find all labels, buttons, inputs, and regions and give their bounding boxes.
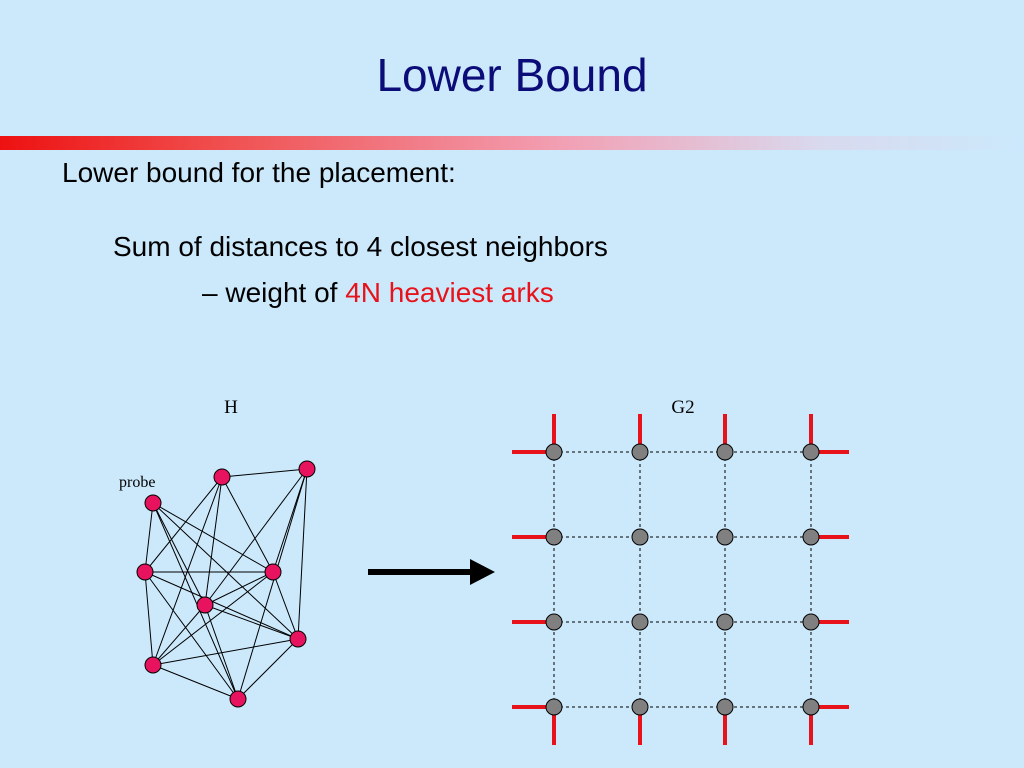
g2-node	[716, 613, 734, 631]
graph-h-edge	[144, 571, 154, 666]
graph-h-node	[196, 596, 214, 614]
slide-title: Lower Bound	[376, 49, 648, 101]
formula-highlight: 4N heaviest arks	[345, 277, 554, 308]
graph-g2-label: G2	[671, 397, 694, 418]
graph-h-edge	[152, 502, 274, 573]
probe-node	[144, 494, 162, 512]
graph-h-edge	[204, 476, 223, 606]
graph-h-edge	[152, 571, 274, 666]
formula-prefix: – weight of	[202, 277, 346, 308]
graph-h-label: H	[224, 397, 238, 418]
graph-h-edge	[152, 664, 239, 700]
graph-h-edge	[152, 502, 206, 606]
graph-h-edge	[221, 476, 274, 573]
graph-h-edge	[204, 604, 299, 640]
graph-h-node	[264, 563, 282, 581]
g2-node	[631, 528, 649, 546]
graph-h-edge	[204, 468, 308, 606]
graph-h-edge	[152, 476, 223, 666]
g2-node	[545, 528, 563, 546]
g2-node	[545, 613, 563, 631]
g2-node	[631, 613, 649, 631]
graph-h-node	[144, 656, 162, 674]
g2-grid-lines	[553, 451, 812, 708]
probe-label: probe	[119, 474, 155, 491]
g2-node	[802, 528, 820, 546]
graph-h-edge	[204, 604, 239, 700]
graph-h-edge	[144, 571, 299, 640]
title-divider	[0, 136, 1024, 150]
graph-h-edge	[152, 502, 239, 700]
graph-h-edge	[237, 468, 308, 700]
formula-line-1: Sum of distances to 4 closest neighbors	[113, 231, 608, 262]
graph-h-edge	[272, 571, 299, 640]
g2-node	[802, 698, 820, 716]
graph-h-edge	[297, 468, 308, 640]
graph-g2: G2	[512, 397, 849, 745]
graph-h-edges	[144, 468, 308, 700]
graph-h-node	[136, 563, 154, 581]
g2-node	[802, 443, 820, 461]
graph-h-edge	[237, 638, 299, 700]
g2-node	[802, 613, 820, 631]
graph-h-node	[229, 690, 247, 708]
graph-h-edge	[144, 502, 154, 573]
graph-h-node	[289, 630, 307, 648]
graph-h-edge	[221, 468, 308, 478]
g2-node	[631, 698, 649, 716]
transform-arrow	[368, 559, 495, 585]
g2-node	[716, 443, 734, 461]
graph-h: H probe	[119, 397, 316, 708]
graph-h-edge	[204, 571, 274, 606]
g2-grid-nodes	[545, 443, 820, 716]
graph-h-edge	[144, 476, 223, 573]
graph-h-edge	[152, 604, 206, 666]
g2-node	[716, 528, 734, 546]
g2-node	[545, 443, 563, 461]
g2-node	[545, 698, 563, 716]
intro-text: Lower bound for the placement:	[62, 157, 456, 188]
graph-h-node	[298, 460, 316, 478]
graph-h-edge	[152, 502, 299, 640]
graph-h-node	[213, 468, 231, 486]
g2-node	[631, 443, 649, 461]
g2-boundary-stubs	[512, 414, 849, 745]
graph-h-edge	[152, 638, 299, 666]
g2-node	[716, 698, 734, 716]
formula-line-2: – weight of 4N heaviest arks	[202, 276, 554, 310]
graph-h-nodes	[136, 460, 316, 708]
